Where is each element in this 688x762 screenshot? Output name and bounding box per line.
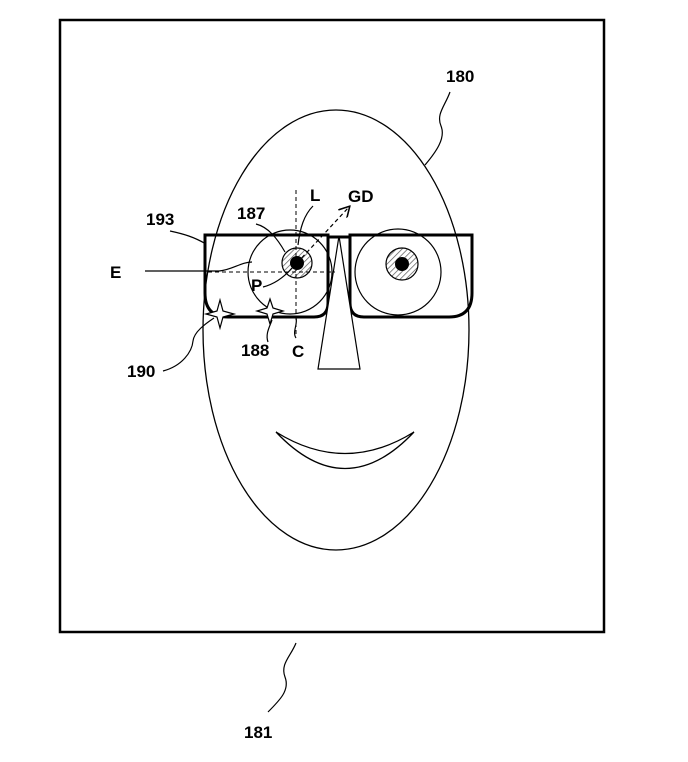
label-GD: GD bbox=[348, 187, 374, 206]
mouth bbox=[276, 432, 414, 469]
label-180: 180 bbox=[446, 67, 474, 86]
leader-190 bbox=[163, 318, 214, 371]
label-188: 188 bbox=[241, 341, 269, 360]
right-pupil bbox=[395, 257, 409, 271]
leader-181 bbox=[268, 643, 296, 712]
leader-180 bbox=[425, 92, 450, 165]
label-193: 193 bbox=[146, 210, 174, 229]
label-190: 190 bbox=[127, 362, 155, 381]
label-C: C bbox=[292, 342, 304, 361]
leader-C bbox=[295, 318, 297, 338]
label-L: L bbox=[310, 186, 320, 205]
label-P: P bbox=[251, 276, 262, 295]
label-187: 187 bbox=[237, 204, 265, 223]
leader-E bbox=[145, 262, 252, 271]
label-E: E bbox=[110, 263, 121, 282]
label-181: 181 bbox=[244, 723, 272, 742]
leader-193 bbox=[170, 231, 206, 244]
light-source-star-icon bbox=[206, 300, 234, 328]
